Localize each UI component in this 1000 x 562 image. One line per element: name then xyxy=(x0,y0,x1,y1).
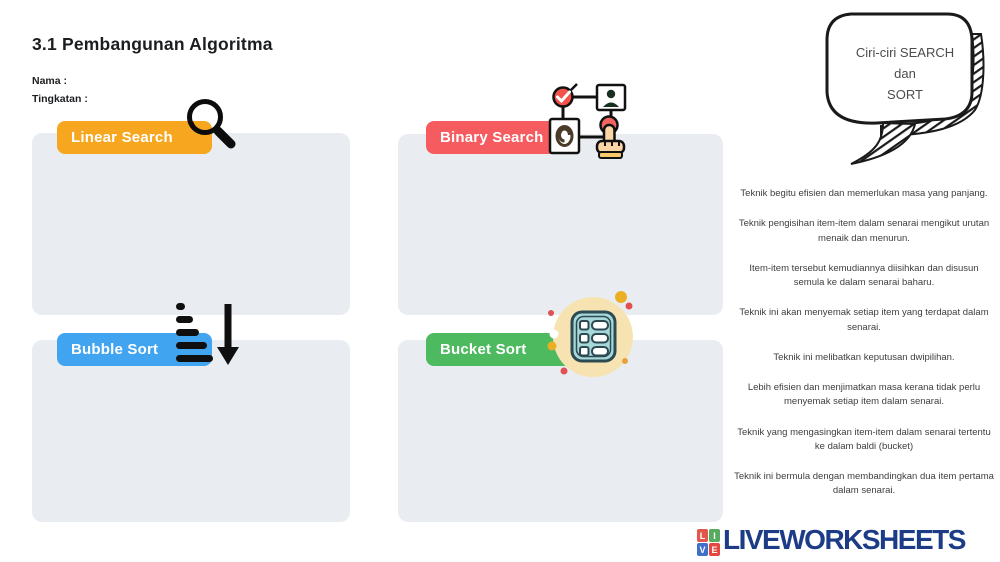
dropzone-bucket-sort[interactable] xyxy=(398,340,723,522)
list-pad-icon xyxy=(547,291,639,388)
statement-list: Teknik begitu efisien dan memerlukan mas… xyxy=(733,187,995,499)
speech-line: SORT xyxy=(887,87,923,103)
draggable-statement[interactable]: Teknik ini melibatkan keputusan dwipilih… xyxy=(773,351,955,363)
speech-line: Ciri-ciri SEARCH xyxy=(855,45,955,60)
draggable-statement[interactable]: Lebih efisien dan menjimatkan masa keran… xyxy=(747,382,981,408)
speech-bubble-icon xyxy=(815,4,1000,179)
page-title: 3.1 Pembangunan Algoritma xyxy=(32,34,273,54)
speech-line: dan xyxy=(894,66,916,82)
logo-tile: I xyxy=(709,529,720,542)
logo-tile: E xyxy=(709,543,720,556)
speech-bubble-text: Ciri-ciri SEARCH dan SORT xyxy=(825,42,985,105)
form-label: Tingkatan : xyxy=(32,93,88,105)
label-linear-search: Linear Search xyxy=(57,121,212,154)
draggable-statement[interactable]: Teknik ini akan menyemak setiap item yan… xyxy=(739,307,989,333)
dropzone-bubble-sort[interactable] xyxy=(32,340,350,522)
logo-tile: V xyxy=(697,543,708,556)
sort-bars-icon xyxy=(168,301,248,376)
dropzone-binary-search[interactable] xyxy=(398,134,723,315)
liveworksheets-logo[interactable]: L I V E LIVEWORKSHEETS xyxy=(697,523,966,556)
draggable-statement[interactable]: Teknik yang mengasingkan item-item dalam… xyxy=(737,426,991,452)
logo-wordmark: LIVEWORKSHEETS xyxy=(723,523,966,555)
name-label: Nama : xyxy=(32,75,68,87)
logo-tile: L xyxy=(697,529,708,542)
magnifier-icon xyxy=(181,95,239,162)
draggable-statement[interactable]: Item-item tersebut kemudiannya diisihkan… xyxy=(749,262,979,288)
draggable-statement[interactable]: Teknik ini bermula dengan membandingkan … xyxy=(734,471,994,497)
liveworksheets-grid-icon: L I V E xyxy=(697,529,720,556)
draggable-statement[interactable]: Teknik begitu efisien dan memerlukan mas… xyxy=(740,188,988,199)
dropzone-linear-search[interactable] xyxy=(32,133,350,315)
draggable-statement[interactable]: Teknik pengisihan item-item dalam senara… xyxy=(738,218,990,244)
decision-flow-icon xyxy=(545,83,629,164)
